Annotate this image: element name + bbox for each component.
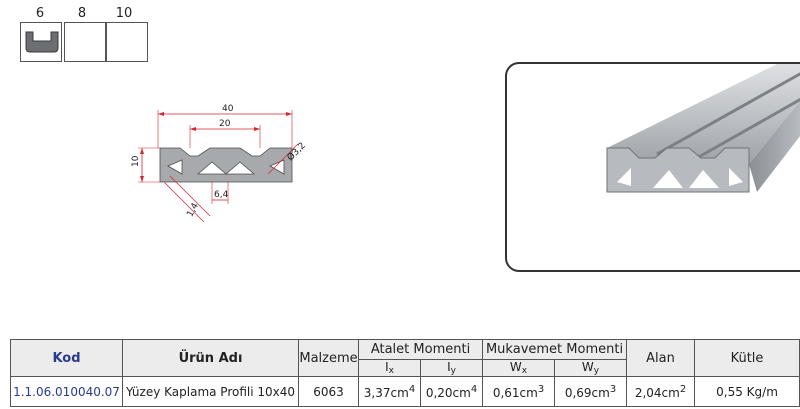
slot-size-label-10: 10 — [115, 6, 133, 21]
header-malzeme: Malzeme — [298, 339, 359, 377]
cell-wx: 0,61cm3 — [482, 376, 556, 407]
header-kod: Kod — [10, 339, 123, 377]
cell-malzeme: 6063 — [298, 376, 359, 407]
header-urun-adi: Ürün Adı — [122, 339, 299, 377]
header-wx: Wx — [482, 359, 556, 377]
header-iy: Iy — [419, 359, 484, 377]
slot-size-label-6: 6 — [35, 6, 45, 21]
slot-size-label-8: 8 — [77, 6, 87, 21]
cell-alan: 2,04cm2 — [626, 376, 696, 407]
dim-width-label: 40 — [222, 104, 234, 114]
slot-size-option-10[interactable] — [106, 22, 148, 62]
profile-technical-drawing: 40 20 10 Ø3,2 6,4 1,4 — [131, 104, 308, 223]
slot-size-option-8[interactable] — [64, 22, 106, 62]
slot-size-labels: 6 8 10 — [20, 6, 150, 22]
cell-ix: 3,37cm4 — [358, 376, 421, 407]
slot-size-option-6[interactable] — [20, 22, 62, 62]
dim-slot-pitch-label: 20 — [219, 119, 231, 129]
dim-wall-label: 1,4 — [185, 201, 201, 219]
header-mukavemet-momenti: Mukavemet Momenti — [482, 339, 628, 360]
cell-urun-adi: Yüzey Kaplama Profili 10x40 — [122, 376, 299, 407]
table-row: 1.1.06.010040.07 Yüzey Kaplama Profili 1… — [10, 376, 800, 407]
header-alan: Alan — [626, 339, 696, 377]
cell-kod: 1.1.06.010040.07 — [10, 376, 123, 407]
dim-slot-label: 6,4 — [214, 190, 229, 200]
header-kutle: Kütle — [694, 339, 800, 377]
cell-wy: 0,69cm3 — [554, 376, 628, 407]
header-atalet-momenti: Atalet Momenti — [357, 339, 484, 360]
dim-line-hole — [267, 143, 299, 175]
header-ix: Ix — [358, 359, 421, 377]
profile-cross-section — [159, 147, 293, 183]
slot-profile-icon — [25, 31, 59, 53]
product-photo-frame — [505, 62, 800, 272]
cell-iy: 0,20cm4 — [419, 376, 484, 407]
profile-render-image — [606, 64, 800, 193]
cell-kutle: 0,55 Kg/m — [694, 376, 800, 407]
dim-height-label: 10 — [131, 155, 141, 167]
header-wy: Wy — [554, 359, 628, 377]
dim-line-wall — [169, 175, 211, 217]
specification-table: Kod Ürün Adı Malzeme Atalet Momenti Muka… — [10, 339, 800, 407]
